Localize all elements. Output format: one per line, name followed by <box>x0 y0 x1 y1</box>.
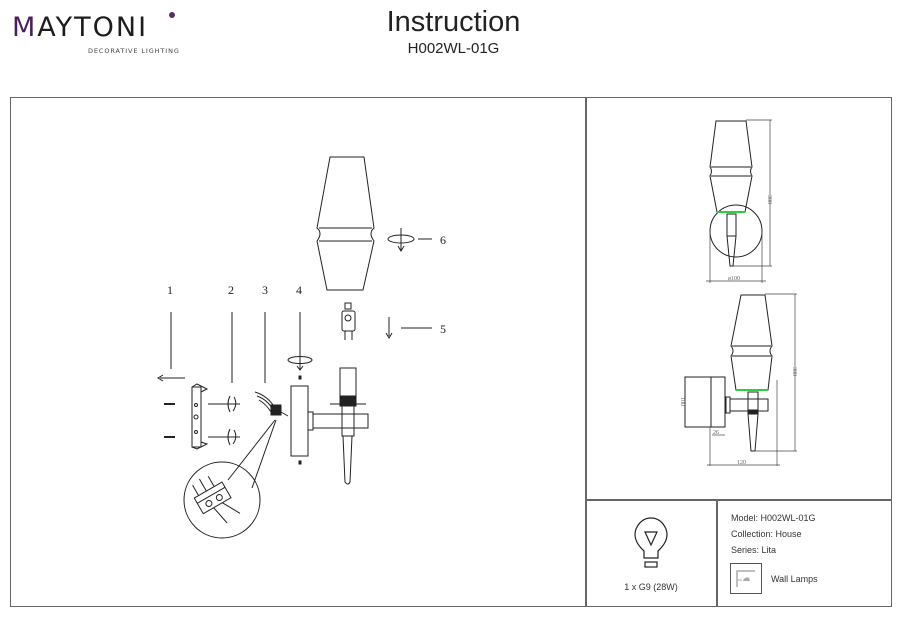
bulb-spec: 1 x G9 (28W) <box>624 582 678 592</box>
dim-side-height: 300 <box>791 367 797 376</box>
step-label-3: 3 <box>262 283 268 297</box>
dim-side-projection: 120 <box>737 460 746 466</box>
brand-first-letter: M <box>12 12 38 43</box>
brand-logo: MAYTONI DECORATIVE LIGHTING <box>12 12 179 55</box>
model-code: H002WL-01G <box>407 40 500 57</box>
side-view-drawing <box>684 293 797 466</box>
dim-side-base-depth: 26 <box>713 430 719 436</box>
step-label-2: 2 <box>228 283 234 297</box>
screw-illustration <box>208 395 240 446</box>
panel-divider-vertical <box>585 97 587 607</box>
spec-divider-vertical <box>716 499 718 607</box>
lightbulb-icon <box>634 517 668 568</box>
dim-side-base-height: 100 <box>679 397 685 406</box>
brand-rest: AYTONI <box>37 12 149 43</box>
lamp-holder-illustration <box>330 367 366 485</box>
dim-front-diameter: ø100 <box>728 276 740 282</box>
brand-dot-icon <box>169 12 175 18</box>
mounting-bracket-illustration <box>191 383 209 450</box>
panel-divider-horizontal <box>585 499 892 501</box>
step-label-6: 6 <box>440 233 446 247</box>
brand-wordmark: MAYTONI <box>12 14 148 42</box>
series-spec: Series: Lita <box>731 545 777 555</box>
rotate-arrow-icon <box>387 228 432 252</box>
model-spec: Model: H002WL-01G <box>731 513 816 523</box>
wiring-detail-callout <box>183 419 277 539</box>
brand-tagline: DECORATIVE LIGHTING <box>88 47 180 55</box>
left-arrow-icon <box>157 374 185 382</box>
canopy-illustration <box>290 385 369 457</box>
page-title: Instruction <box>386 6 521 38</box>
rotate-screw-icon <box>287 350 313 465</box>
g9-bulb-illustration <box>341 302 356 340</box>
insert-arrow-icon <box>385 317 432 339</box>
collection-spec: Collection: House <box>731 529 802 539</box>
step-label-4: 4 <box>296 283 302 297</box>
wiring-illustration <box>254 391 289 417</box>
dim-front-height: 300 <box>766 195 772 204</box>
step-label-1: 1 <box>167 283 173 297</box>
front-view-drawing <box>706 119 772 283</box>
wall-lamp-icon <box>730 563 762 594</box>
shade-illustration <box>316 156 375 291</box>
step-label-5: 5 <box>440 322 446 336</box>
category-label: Wall Lamps <box>771 574 818 584</box>
wall-plug-icon <box>164 403 175 438</box>
instruction-frame <box>10 97 892 607</box>
